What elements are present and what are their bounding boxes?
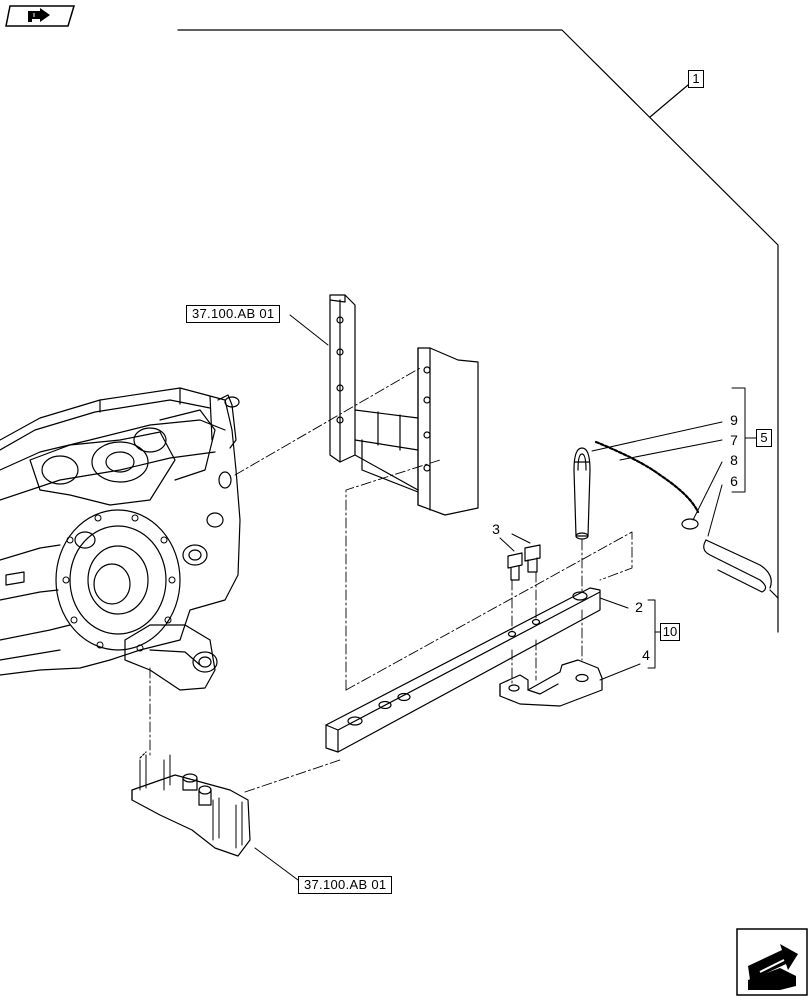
bolts	[507, 544, 541, 581]
assembly-lines	[149, 367, 633, 793]
drawbar-pin-assembly	[573, 440, 779, 599]
drawbar-clevis	[499, 659, 603, 707]
bottom-hitch-plate	[131, 751, 251, 857]
kit-number-1: 1	[688, 70, 704, 88]
callout-9: 9	[730, 412, 738, 428]
upper-bracket	[329, 294, 479, 516]
kit-boundary-line	[177, 29, 779, 633]
next-page-icon	[736, 928, 808, 996]
kit-1-leader	[649, 84, 689, 118]
ref-label-lower[interactable]: 37.100.AB 01	[298, 876, 393, 894]
callout-2: 2	[635, 599, 643, 615]
previous-page-icon	[5, 5, 76, 27]
callout-6: 6	[730, 473, 738, 489]
callout-7: 7	[730, 432, 738, 448]
callout-3: 3	[492, 521, 500, 537]
drawbar	[325, 587, 601, 753]
previous-page-button[interactable]	[4, 4, 76, 28]
callout-4: 4	[642, 647, 650, 663]
callout-8: 8	[730, 452, 738, 468]
kit-number-5: 5	[756, 429, 772, 447]
next-page-button[interactable]	[736, 928, 808, 996]
kit-number-10: 10	[660, 623, 680, 641]
transmission-housing	[0, 387, 241, 691]
leader-lines	[254, 314, 757, 881]
ref-label-upper[interactable]: 37.100.AB 01	[186, 305, 281, 323]
